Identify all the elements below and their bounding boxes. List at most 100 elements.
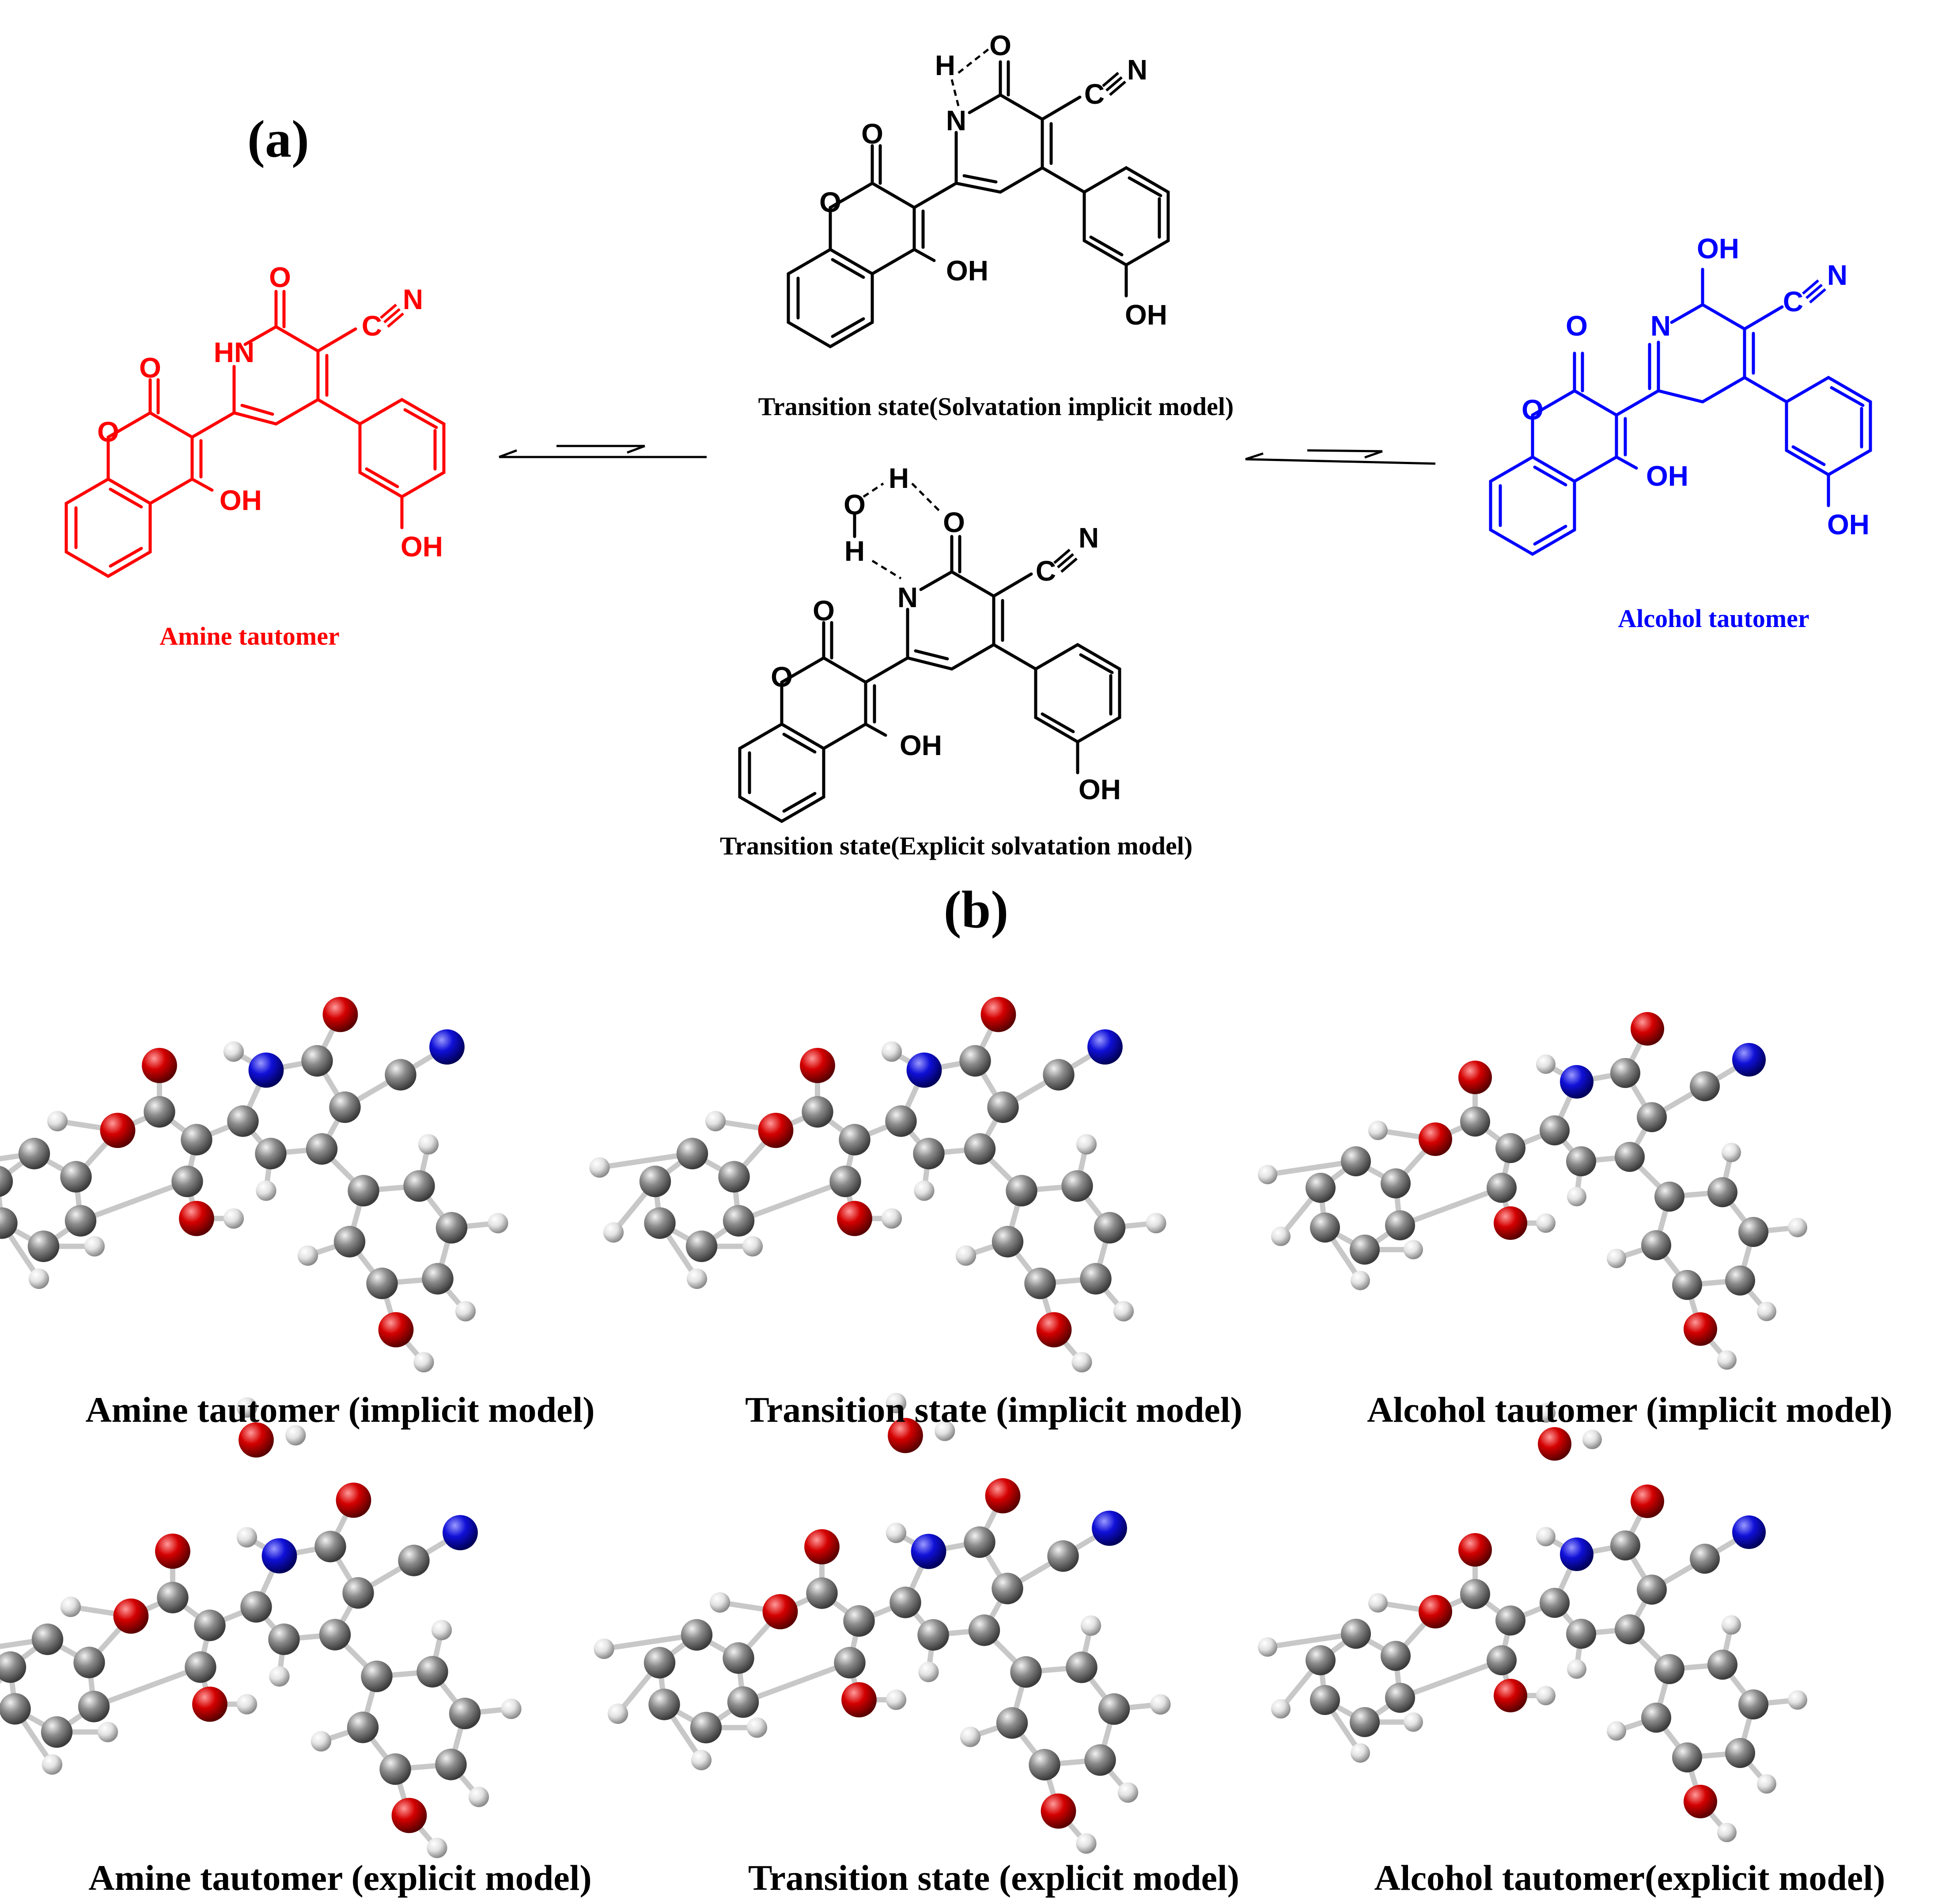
ts-implicit-label: Transition state(Solvatation implicit mo… [758,392,1234,421]
atom-h [84,1236,105,1257]
atom-c [829,1165,861,1198]
atom-h [1404,1240,1423,1259]
svg-text:N: N [1827,259,1847,291]
amine-nitrile-bond [380,303,404,328]
atom-h [427,1837,447,1859]
atom-o [142,1048,177,1083]
atom-c [964,1526,995,1558]
atom-c [403,1170,435,1202]
svg-text:N: N [403,283,423,315]
svg-text:OH: OH [946,255,988,287]
atom-c [1310,1213,1340,1243]
atom-c [681,1619,713,1651]
svg-text:O: O [813,595,835,627]
atom-h [468,1787,489,1807]
atom-o [1419,1595,1452,1628]
atom-c [435,1749,467,1780]
atom-c [1460,1107,1490,1137]
atom-n [1732,1515,1766,1549]
atom-h [686,1268,708,1289]
bond [1399,1658,1503,1700]
atom-c [27,1230,60,1262]
ball-and-stick-model-5 [594,1393,1171,1854]
svg-text:C: C [362,310,382,342]
atom-c [648,1689,680,1720]
atom-h [960,1726,981,1747]
caption-amine-explicit: Amine tautomer (explicit model) [88,1858,591,1898]
atom-o [238,1422,274,1458]
atom-o [1631,1012,1664,1046]
atom-h [1536,1054,1556,1074]
atom-c [1566,1619,1596,1649]
bond [738,1179,847,1224]
atom-c [0,1693,31,1725]
atom-h [1788,1690,1807,1710]
atom-h [886,1522,907,1543]
atom-c [314,1530,346,1563]
atom-h [47,1111,68,1132]
atom-c [1540,1115,1570,1145]
atom-o [192,1686,227,1722]
svg-text:C: C [1084,78,1105,110]
svg-text:N: N [1127,54,1147,86]
atom-c [268,1623,300,1655]
atom-h [1271,1699,1291,1719]
atom-c [240,1591,272,1623]
svg-text:OH: OH [1079,774,1121,805]
atom-h [1567,1187,1586,1206]
caption-ts-explicit: Transition state (explicit model) [748,1858,1239,1898]
ts-implicit-atom-labels: O O N H O C N OH OH [819,30,1167,331]
atom-h [955,1245,976,1266]
atom-c [319,1619,351,1651]
ts-explicit-atom-labels: O O N O O H H C N OH OH [771,462,1121,805]
captions-row-2: Amine tautomer (explicit model) Transiti… [88,1858,1885,1898]
atom-h [431,1620,452,1640]
atom-o [1419,1122,1452,1156]
atom-h [42,1754,63,1775]
ball-and-stick-model-3 [1258,1012,1807,1370]
caption-alcohol-implicit: Alcohol tautomer (implicit model) [1367,1390,1892,1430]
atom-c [802,1096,833,1128]
ts-implicit-nitrile-bond [1102,72,1126,96]
atom-h [1258,1637,1277,1657]
atom-c [1047,1540,1079,1572]
atom-n [261,1538,297,1574]
atom-c [1690,1071,1720,1101]
equilibrium-arrow-right [1245,449,1436,465]
alcohol-structure [1489,268,1872,556]
atom-c [913,1137,945,1170]
svg-text:OH: OH [1827,509,1870,540]
atom-c [992,1226,1024,1258]
atom-c [18,1137,50,1170]
atom-c [1341,1619,1371,1649]
atom-h [886,1393,907,1413]
svg-text:N: N [1650,310,1671,342]
ts-implicit-hbond [950,48,990,106]
atom-c [1098,1693,1130,1725]
atom-o [837,1201,872,1236]
atom-c [987,1091,1019,1123]
atom-h [1567,1659,1586,1679]
atom-c [889,1587,921,1618]
atom-o [980,997,1016,1032]
atom-c [1043,1059,1075,1091]
atom-h [28,1268,49,1289]
atom-c [723,1642,754,1674]
atom-c [1341,1146,1371,1176]
atom-c [964,1133,996,1165]
atom-c [1672,1270,1702,1300]
ball-and-stick-models [0,997,1807,1859]
atom-h [594,1638,614,1659]
atom-o [1494,1206,1527,1240]
atom-c [361,1660,393,1692]
alcohol-nitrile-bond [1802,279,1826,304]
atom-h [1271,1227,1291,1246]
svg-text:O: O [97,416,119,448]
atom-h [1788,1218,1807,1237]
atom-c [968,1614,1000,1646]
atom-c [644,1207,676,1239]
atom-c [185,1651,216,1683]
atom-h [918,1662,939,1682]
atom-o [1458,1061,1492,1094]
atom-h [1076,1833,1097,1854]
